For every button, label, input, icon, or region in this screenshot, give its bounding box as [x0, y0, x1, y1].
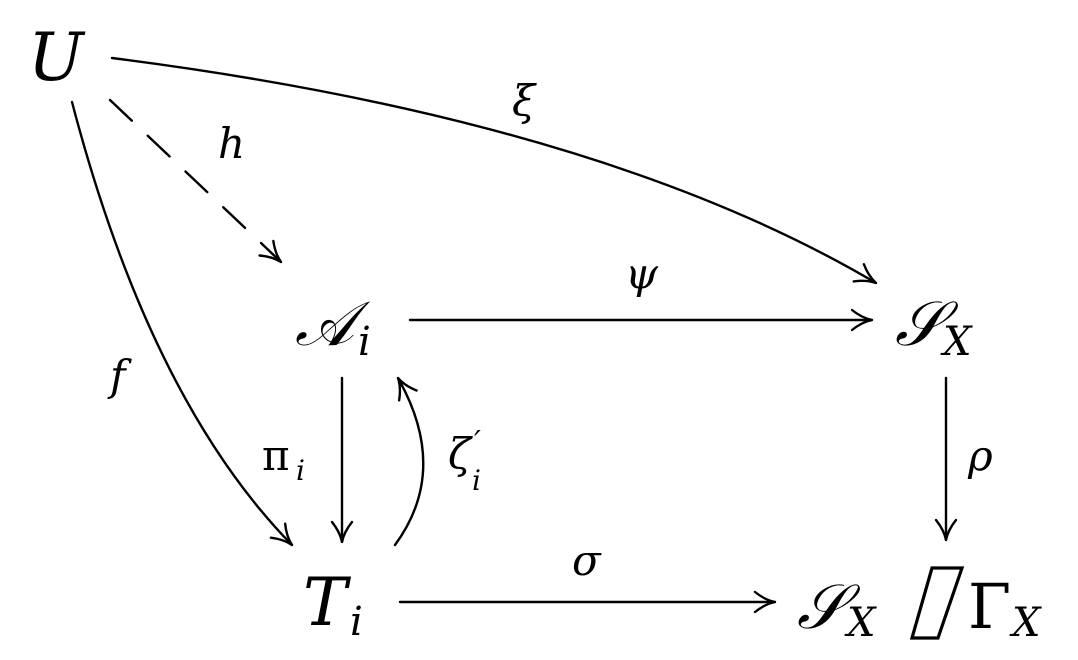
label-pi-i: π i [262, 431, 305, 487]
arrow-h [108, 98, 283, 264]
label-psi: ψ [625, 249, 659, 298]
svg-text:Γ: Γ [968, 570, 1011, 643]
svg-text:ζ: ζ [448, 429, 473, 478]
label-h: h [218, 119, 245, 168]
label-sigma: σ [572, 536, 602, 585]
label-f: f [107, 351, 132, 400]
svg-text:i: i [296, 454, 305, 487]
arrow-f [70, 100, 294, 547]
node-U: U [28, 19, 86, 96]
svg-text:X: X [1009, 600, 1042, 646]
label-rho: ρ [967, 431, 993, 480]
arrow-zeta-i-prime [393, 376, 425, 547]
svg-text:X: X [940, 319, 973, 365]
node-S-X-quotient: 𝒮 X Γ X [797, 566, 1042, 646]
node-A-i: 𝒜 i [295, 287, 371, 365]
label-zeta-i-prime: ζ ′ i [448, 425, 481, 497]
svg-text:i: i [472, 464, 481, 497]
svg-text:i: i [358, 319, 371, 365]
node-S-X: 𝒮 X [895, 287, 973, 365]
arrow-xi [110, 56, 878, 285]
svg-text:π: π [262, 431, 290, 480]
svg-text:′: ′ [474, 425, 481, 460]
svg-text:T: T [303, 564, 352, 641]
double-slash-icon [909, 566, 965, 640]
label-xi: ξ [512, 76, 537, 125]
svg-text:X: X [844, 600, 877, 646]
node-T-i: T i [303, 564, 363, 645]
svg-text:i: i [350, 599, 363, 645]
